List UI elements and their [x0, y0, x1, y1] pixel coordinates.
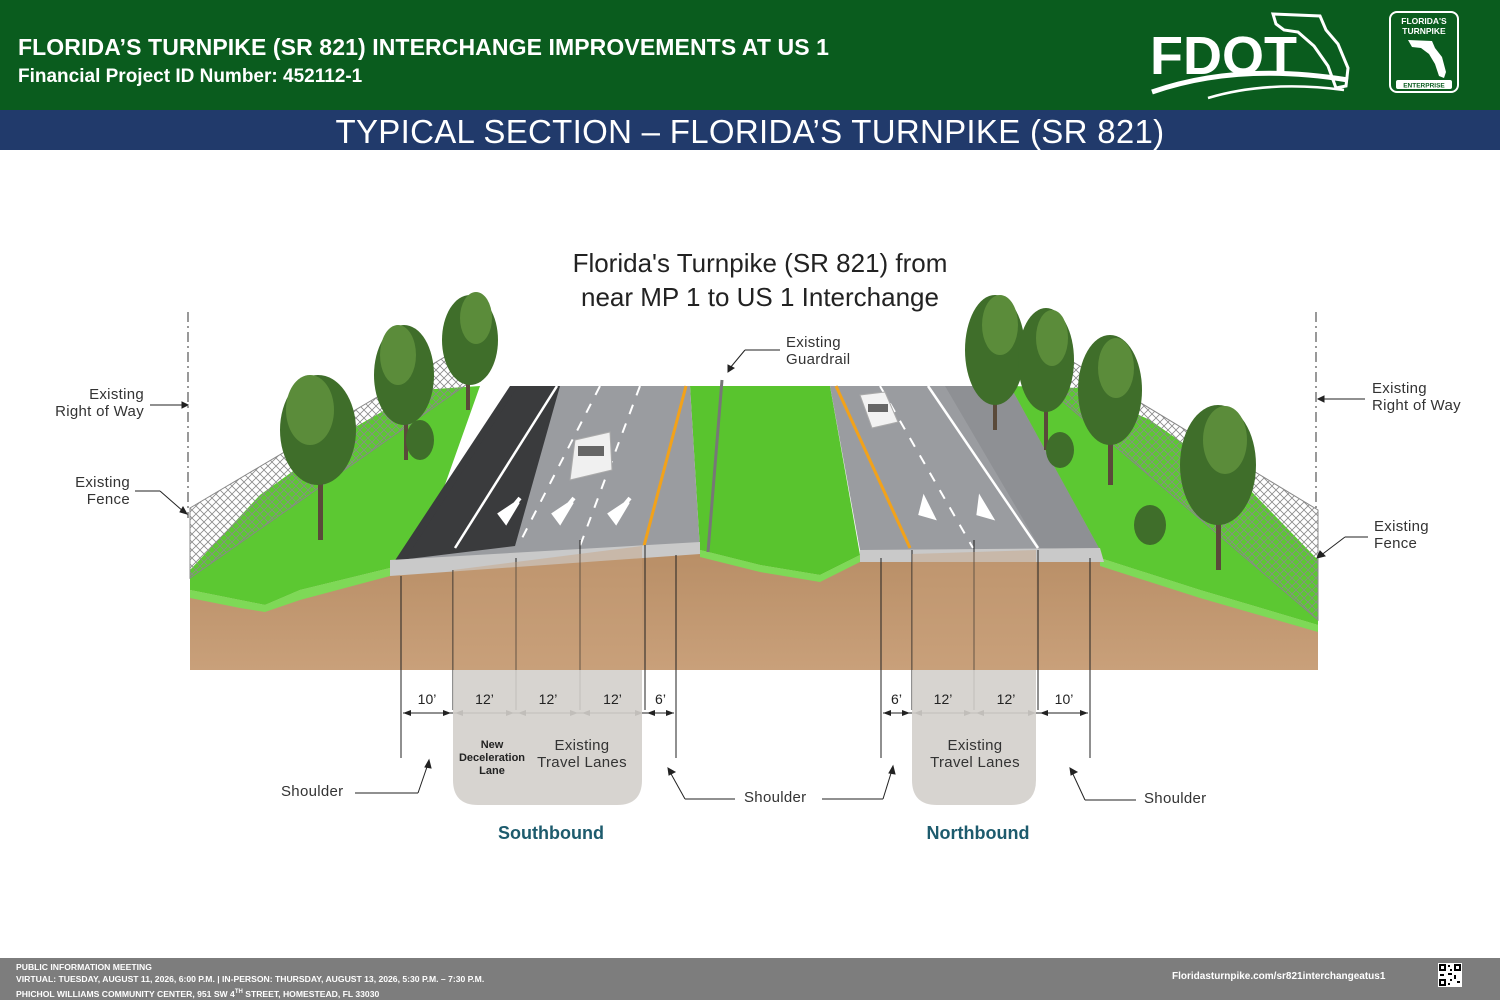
footer-meeting-location: PHICHOL WILLIAMS COMMUNITY CENTER, 951 S… — [16, 988, 380, 999]
label-nb-shoulder: Shoulder — [1144, 790, 1207, 807]
project-website-link[interactable]: Floridasturnpike.com/sr821interchangeatu… — [1172, 971, 1386, 982]
northbound-car — [859, 391, 899, 429]
label-sb-shoulder-inner: Shoulder — [744, 789, 807, 806]
qr-code-icon — [1438, 963, 1462, 987]
nb-dim-shoulder-outer: 10’ — [1054, 691, 1074, 707]
southbound-shoulder — [390, 386, 518, 568]
svg-text:FLORIDA'S: FLORIDA'S — [1401, 16, 1447, 26]
fdot-logo: FDOT — [1150, 12, 1350, 100]
shoulder-leaders — [355, 758, 1136, 801]
section-title-bar: TYPICAL SECTION – FLORIDA’S TURNPIKE (SR… — [0, 110, 1500, 150]
cross-section-illustration — [135, 292, 1368, 805]
median-grass — [690, 386, 860, 575]
footer-meeting-title: PUBLIC INFORMATION MEETING — [16, 962, 152, 972]
svg-text:TURNPIKE: TURNPIKE — [1402, 26, 1446, 36]
soil-block — [190, 550, 1318, 670]
sb-lane-line-1 — [517, 385, 601, 547]
label-existing-guardrail: Existing Guardrail — [786, 334, 851, 368]
sb-dim-lane-2: 12’ — [603, 691, 622, 707]
label-existing-row-left: Existing Right of Way — [55, 386, 144, 420]
nb-lane-highlight — [912, 670, 1036, 805]
trees-left — [280, 292, 498, 540]
sb-dim-decel-lane: 12’ — [475, 691, 494, 707]
label-sb-shoulder-outer: Shoulder — [281, 783, 344, 800]
nb-dim-lane-1: 12’ — [933, 691, 953, 707]
project-id: Financial Project ID Number: 452112-1 — [18, 66, 363, 87]
label-nb-existing-travel-lanes: Existing Travel Lanes — [930, 737, 1020, 771]
label-existing-fence-left: Existing Fence — [75, 474, 130, 508]
nb-dim-lane-2: 12’ — [996, 691, 1016, 707]
header-banner: FLORIDA’S TURNPIKE (SR 821) INTERCHANGE … — [0, 0, 1500, 110]
typical-section-diagram: Florida's Turnpike (SR 821) from near MP… — [0, 150, 1500, 958]
northbound-outer-lane — [945, 386, 1100, 550]
sb-edge-line — [453, 385, 559, 549]
sb-yellow-edge — [642, 385, 688, 547]
sb-dim-shoulder-outer: 10’ — [417, 691, 437, 707]
trees-right — [965, 295, 1256, 570]
label-northbound: Northbound — [926, 823, 1030, 843]
label-sb-existing-travel-lanes: Existing Travel Lanes — [537, 737, 627, 771]
project-title: FLORIDA’S TURNPIKE (SR 821) INTERCHANGE … — [18, 34, 830, 60]
sb-arrows — [497, 496, 632, 526]
southbound-truck — [569, 431, 613, 481]
footer-meeting-dates: VIRTUAL: TUESDAY, AUGUST 11, 2026, 6:00 … — [16, 974, 485, 984]
guardrail — [706, 379, 724, 553]
svg-text:ENTERPRISE: ENTERPRISE — [1403, 83, 1445, 90]
diagram-title: Florida's Turnpike (SR 821) from near MP… — [572, 248, 948, 312]
nb-arrows — [918, 493, 996, 521]
footer-bar: PUBLIC INFORMATION MEETING VIRTUAL: TUES… — [0, 958, 1500, 1000]
sb-dim-shoulder-inner: 6’ — [655, 691, 666, 707]
sb-dim-lane-1: 12’ — [538, 691, 558, 707]
sb-lane-highlight — [453, 670, 642, 805]
nb-yellow-edge — [834, 385, 912, 549]
label-existing-row-right: Existing Right of Way — [1372, 380, 1461, 414]
label-southbound: Southbound — [498, 823, 604, 843]
label-existing-fence-right: Existing Fence — [1374, 518, 1429, 552]
southbound-outer-lane — [400, 386, 560, 560]
nb-edge-line — [926, 385, 1040, 549]
right-grass — [1010, 386, 1318, 625]
label-new-deceleration-lane: New Deceleration Lane — [458, 739, 526, 777]
turnpike-enterprise-logo: FLORIDA'S TURNPIKE ENTERPRISE — [1389, 11, 1459, 93]
section-title: TYPICAL SECTION – FLORIDA’S TURNPIKE (SR… — [335, 113, 1165, 150]
nb-dim-shoulder-inner: 6’ — [891, 691, 902, 707]
